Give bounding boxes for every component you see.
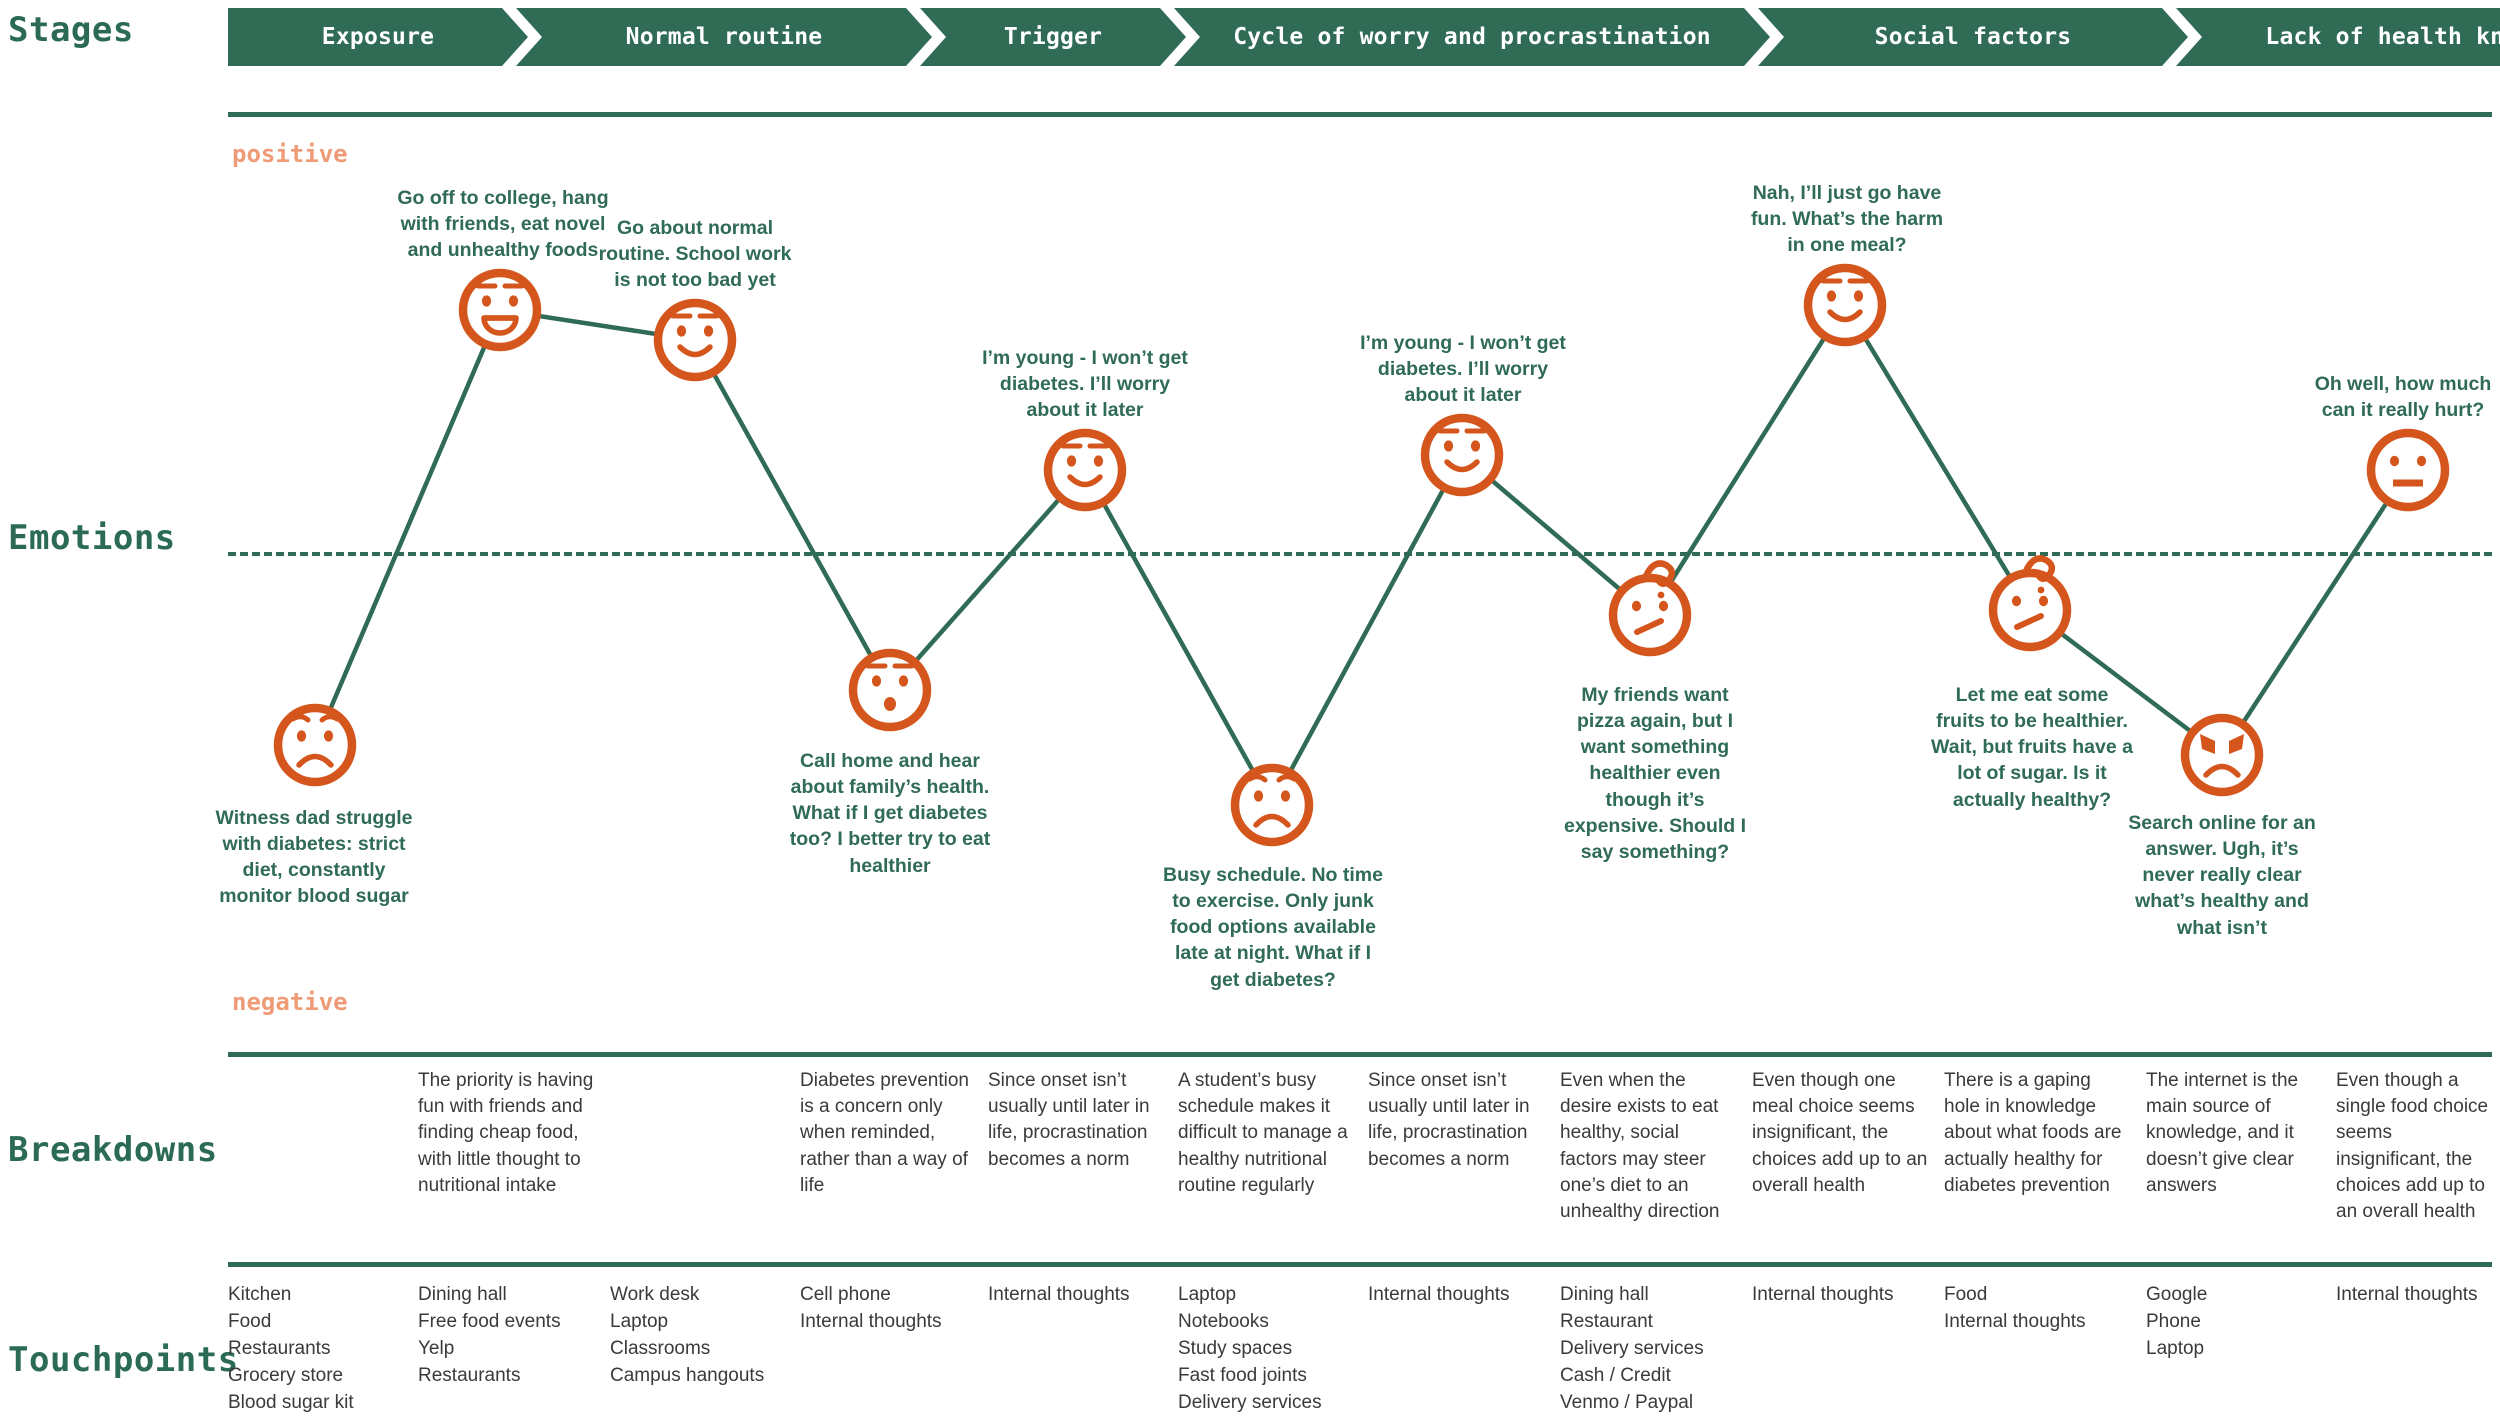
polarity-negative-label: negative bbox=[232, 988, 348, 1016]
emotion-face-smile-closed[interactable] bbox=[1043, 428, 1127, 512]
stage-banner: Exposure Normal routine Trigger Cycle of wo… bbox=[228, 8, 2492, 66]
stage-label: Trigger bbox=[1003, 24, 1103, 50]
emotion-caption-7: My friends want pizza again, but I want … bbox=[1563, 684, 1747, 863]
row-label-emotions: Emotions bbox=[8, 518, 176, 558]
row-label-touchpoints: Touchpoints bbox=[8, 1340, 239, 1380]
emotion-face-frown[interactable] bbox=[1230, 763, 1314, 847]
polarity-positive-label: positive bbox=[232, 140, 348, 168]
emotion-face-grin-curved[interactable] bbox=[1803, 263, 1887, 347]
touchpoint-cell-7: Dining hall Restaurant Delivery services… bbox=[1560, 1284, 1704, 1413]
stage-chevron-2[interactable]: Trigger bbox=[920, 8, 1186, 66]
breakdown-cell-4: Since onset isn’t usually until later in… bbox=[988, 1070, 1150, 1170]
emotion-face-grin[interactable] bbox=[458, 268, 542, 352]
breakdown-cell-5: A student’s busy schedule makes it diffi… bbox=[1178, 1070, 1348, 1196]
emotion-caption-11: Oh well, how much can it really hurt? bbox=[2314, 372, 2492, 421]
stage-chevron-0[interactable]: Exposure bbox=[228, 8, 528, 66]
touchpoint-cell-9: Food Internal thoughts bbox=[1944, 1284, 2086, 1332]
stage-chevron-4[interactable]: Social factors bbox=[1758, 8, 2188, 66]
stage-label: Social factors bbox=[1874, 24, 2072, 50]
emotion-caption-3: Call home and hear about family’s health… bbox=[789, 750, 991, 877]
touchpoint-cell-2: Work desk Laptop Classrooms Campus hango… bbox=[610, 1284, 765, 1386]
emotion-caption-1: Go off to college, hang with friends, ea… bbox=[397, 186, 609, 261]
divider-breakdowns-top bbox=[228, 1052, 2492, 1057]
touchpoint-cell-8: Internal thoughts bbox=[1752, 1284, 1894, 1305]
emotion-face-surprised[interactable] bbox=[848, 648, 932, 732]
emotion-caption-10: Search online for an answer. Ugh, it’s n… bbox=[2128, 812, 2316, 939]
emotion-face-confused[interactable] bbox=[1608, 560, 1692, 657]
stage-label: Exposure bbox=[321, 24, 435, 50]
breakdown-cell-1: The priority is having fun with friends … bbox=[418, 1070, 594, 1196]
breakdown-cell-9: There is a gaping hole in knowledge abou… bbox=[1944, 1070, 2122, 1196]
touchpoint-cell-6: Internal thoughts bbox=[1368, 1284, 1510, 1305]
touchpoint-cell-11: Internal thoughts bbox=[2336, 1284, 2478, 1305]
breakdown-cell-7: Even when the desire exists to eat healt… bbox=[1560, 1070, 1720, 1223]
emotion-caption-9: Let me eat some fruits to be healthier. … bbox=[1931, 684, 2133, 811]
emotion-face-smile-closed[interactable] bbox=[1420, 413, 1504, 497]
emotion-face-confused[interactable] bbox=[1988, 555, 2072, 652]
emotion-face-angry[interactable] bbox=[2180, 713, 2264, 797]
breakdown-cell-3: Diabetes prevention is a concern only wh… bbox=[800, 1070, 969, 1196]
breakdown-cell-11: Even though a single food choice seems i… bbox=[2336, 1070, 2489, 1223]
emotion-caption-2: Go about normal routine. School work is … bbox=[598, 216, 792, 291]
emotion-face-neutral[interactable] bbox=[2366, 428, 2450, 512]
breakdown-cell-10: The internet is the main source of knowl… bbox=[2146, 1070, 2299, 1196]
stage-label: Cycle of worry and procrastination bbox=[1233, 24, 1711, 50]
emotion-neutral-axis bbox=[228, 552, 2492, 556]
touchpoint-cell-10: Google Phone Laptop bbox=[2146, 1284, 2208, 1359]
emotion-caption-5: Busy schedule. No time to exercise. Only… bbox=[1163, 864, 1383, 991]
touchpoint-cell-5: Laptop Notebooks Study spaces Fast food … bbox=[1178, 1284, 1322, 1413]
emotion-face-sad[interactable] bbox=[273, 703, 357, 787]
divider-breakdowns-bottom bbox=[228, 1262, 2492, 1267]
stage-chevron-5[interactable]: Lack of health knowledge bbox=[2176, 8, 2500, 66]
stage-label: Normal routine bbox=[625, 24, 823, 50]
breakdown-cell-8: Even though one meal choice seems insign… bbox=[1752, 1070, 1928, 1196]
emotion-caption-6: I’m young - I won’t get diabetes. I’ll w… bbox=[1360, 331, 1566, 406]
stage-chevron-3[interactable]: Cycle of worry and procrastination bbox=[1174, 8, 1770, 66]
touchpoint-cell-1: Dining hall Free food events Yelp Restau… bbox=[418, 1284, 561, 1386]
divider-top bbox=[228, 112, 2492, 117]
touchpoint-cell-4: Internal thoughts bbox=[988, 1284, 1130, 1305]
row-label-stages: Stages bbox=[8, 10, 134, 50]
row-label-breakdowns: Breakdowns bbox=[8, 1130, 218, 1170]
emotion-caption-0: Witness dad struggle with diabetes: stri… bbox=[215, 807, 413, 908]
stage-chevron-1[interactable]: Normal routine bbox=[516, 8, 932, 66]
emotion-caption-8: Nah, I’ll just go have fun. What’s the h… bbox=[1750, 181, 1944, 256]
breakdown-cell-6: Since onset isn’t usually until later in… bbox=[1368, 1070, 1530, 1170]
emotion-face-smile-closed[interactable] bbox=[653, 298, 737, 382]
emotion-caption-4: I’m young - I won’t get diabetes. I’ll w… bbox=[982, 346, 1188, 421]
touchpoint-cell-3: Cell phone Internal thoughts bbox=[800, 1284, 942, 1332]
stage-label: Lack of health knowledge bbox=[2265, 24, 2500, 50]
touchpoint-cell-0: Kitchen Food Restaurants Grocery store B… bbox=[228, 1284, 354, 1413]
